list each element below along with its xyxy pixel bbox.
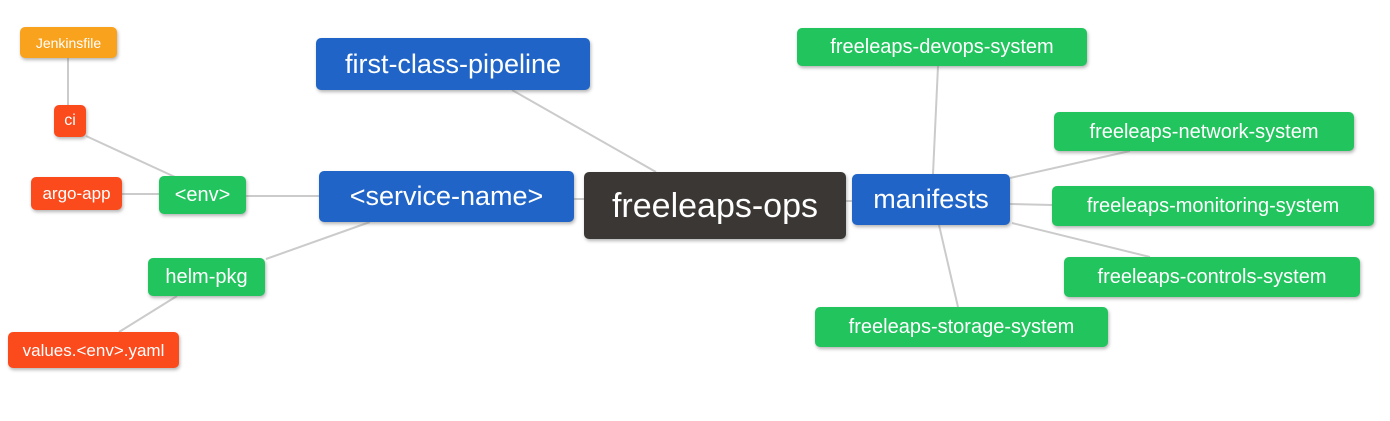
node-env[interactable]: <env> bbox=[159, 176, 246, 214]
edge-helm-pkg-values-env-yaml bbox=[118, 295, 178, 333]
edge-service-name-helm-pkg bbox=[265, 221, 371, 260]
node-argo-app[interactable]: argo-app bbox=[31, 177, 122, 210]
node-freeleaps-monitoring-system[interactable]: freeleaps-monitoring-system bbox=[1052, 186, 1374, 226]
node-freeleaps-network-system[interactable]: freeleaps-network-system bbox=[1054, 112, 1354, 151]
node-helm-pkg[interactable]: helm-pkg bbox=[148, 258, 265, 296]
edge-manifests-freeleaps-controls-system bbox=[1011, 222, 1151, 258]
node-first-class-pipeline[interactable]: first-class-pipeline bbox=[316, 38, 590, 90]
node-freeleaps-ops[interactable]: freeleaps-ops bbox=[584, 172, 846, 239]
node-freeleaps-devops-system[interactable]: freeleaps-devops-system bbox=[797, 28, 1087, 66]
node-service-name[interactable]: <service-name> bbox=[319, 171, 574, 222]
edge-ci-env bbox=[85, 135, 176, 178]
edge-first-class-pipeline-freeleaps-ops bbox=[511, 89, 657, 173]
edge-manifests-freeleaps-storage-system bbox=[938, 224, 959, 308]
node-ci[interactable]: ci bbox=[54, 105, 86, 137]
node-freeleaps-controls-system[interactable]: freeleaps-controls-system bbox=[1064, 257, 1360, 297]
edge-manifests-freeleaps-devops-system bbox=[932, 65, 939, 175]
node-freeleaps-storage-system[interactable]: freeleaps-storage-system bbox=[815, 307, 1108, 347]
node-manifests[interactable]: manifests bbox=[852, 174, 1010, 225]
node-values-env-yaml[interactable]: values.<env>.yaml bbox=[8, 332, 179, 368]
edge-manifests-freeleaps-network-system bbox=[1009, 150, 1131, 179]
node-jenkinsfile[interactable]: Jenkinsfile bbox=[20, 27, 117, 58]
edge-manifests-freeleaps-monitoring-system bbox=[1009, 203, 1053, 206]
